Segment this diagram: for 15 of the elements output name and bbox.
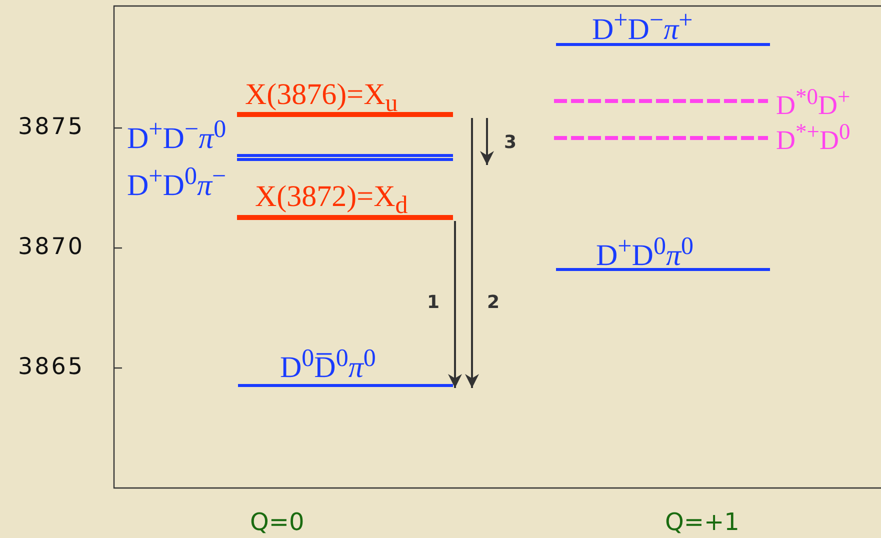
level-label: D$^{0}$D̅$^{0}$π$^{0}$ <box>280 346 376 383</box>
level-label: D$^{*0}$D$^{+}$ <box>776 86 850 119</box>
column-label: Q=0 <box>250 510 304 534</box>
axis-tick-label: 3875 <box>18 116 85 139</box>
level-label: D$^{+}$D$^{−}$π$^{0}$ <box>127 117 226 154</box>
axis-tick-label: 3870 <box>18 236 85 259</box>
column-label: Q=+1 <box>665 510 740 534</box>
level-label: D$^{+}$D$^{0}$π$^{−}$ <box>127 164 226 201</box>
arrow <box>480 118 494 165</box>
level-label: D$^{+}$D$^{−}$π$^{+}$ <box>592 8 693 45</box>
axis-tick-label: 3865 <box>18 356 85 379</box>
level-label: D$^{*+}$D$^{0}$ <box>776 121 850 154</box>
level-label: X(3872)=X$_{d}$ <box>255 182 408 218</box>
level-label: X(3876)=X$_{u}$ <box>245 80 398 116</box>
level-label: D$^{+}$D$^{0}$π$^{0}$ <box>596 234 694 271</box>
